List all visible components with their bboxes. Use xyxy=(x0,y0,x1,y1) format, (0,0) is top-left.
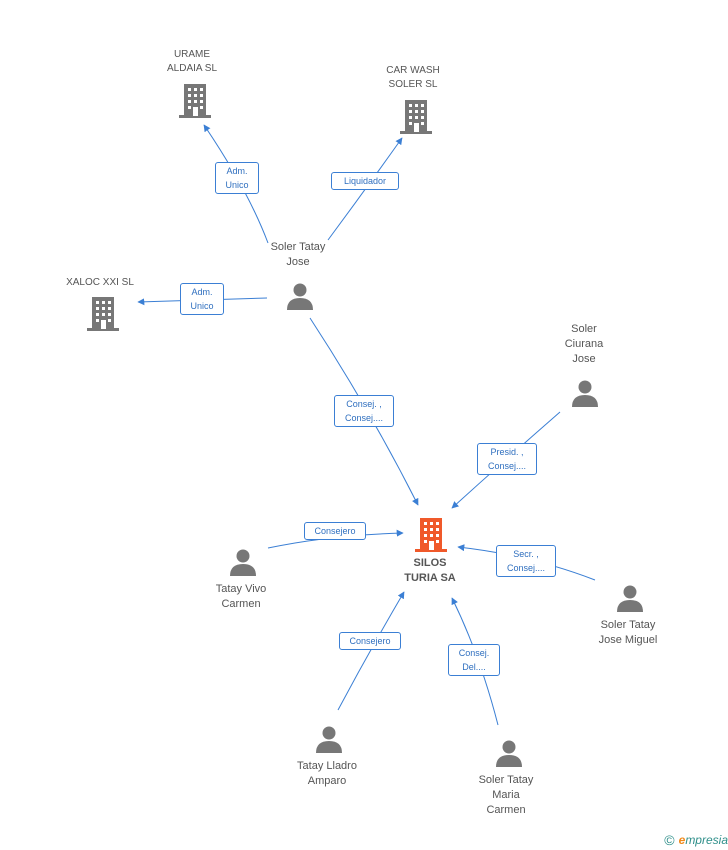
edge-label-consejero: Consejero xyxy=(304,522,366,540)
node-label-soler-tatay-jose[interactable]: Soler Tatay Jose xyxy=(270,241,326,268)
person-icon xyxy=(572,380,598,407)
edge-label-adm-unico: Adm. Unico xyxy=(180,283,224,315)
footer-brand[interactable]: © empresia xyxy=(664,832,728,848)
building-icon[interactable] xyxy=(415,518,447,552)
person-icon xyxy=(287,283,313,310)
person-icon xyxy=(617,585,643,612)
empresia-logo: empresia xyxy=(678,833,728,847)
node-label-soler-tatay-jm[interactable]: Soler Tatay Jose Miguel xyxy=(598,619,658,646)
edge-lladro-silos xyxy=(337,591,405,711)
person-icon xyxy=(316,726,342,753)
edge-label-consejero: Consejero xyxy=(339,632,401,650)
edge-label-liquidador: Liquidador xyxy=(331,172,399,190)
node-label-tatay-lladro[interactable]: Tatay Lladro Amparo xyxy=(297,760,357,787)
node-label-urame[interactable]: URAME ALDAIA SL xyxy=(166,49,218,74)
edge-label-secr-consej: Secr. , Consej.... xyxy=(496,545,556,577)
node-label-carwash[interactable]: CAR WASH SOLER SL xyxy=(386,65,440,90)
node-label-tatay-vivo[interactable]: Tatay Vivo Carmen xyxy=(215,583,267,610)
building-icon xyxy=(400,100,432,134)
copyright-icon: © xyxy=(664,832,675,848)
edge-label-consej: Consej. , Consej.... xyxy=(334,395,394,427)
node-label-soler-ciurana[interactable]: Soler Ciurana Jose xyxy=(564,323,604,365)
edge-label-presid-consej: Presid. , Consej.... xyxy=(477,443,537,475)
edge-label-consej-del: Consej. Del.... xyxy=(448,644,500,676)
edge-label-adm-unico: Adm. Unico xyxy=(215,162,259,194)
building-icon xyxy=(179,84,211,118)
node-label-xaloc[interactable]: XALOC XXI SL xyxy=(66,277,134,288)
node-label-soler-tatay-maria[interactable]: Soler Tatay Maria Carmen xyxy=(478,774,534,816)
person-icon xyxy=(496,740,522,767)
person-icon xyxy=(230,549,256,576)
building-icon xyxy=(87,297,119,331)
node-label-silos[interactable]: SILOS TURIA SA xyxy=(404,557,456,584)
